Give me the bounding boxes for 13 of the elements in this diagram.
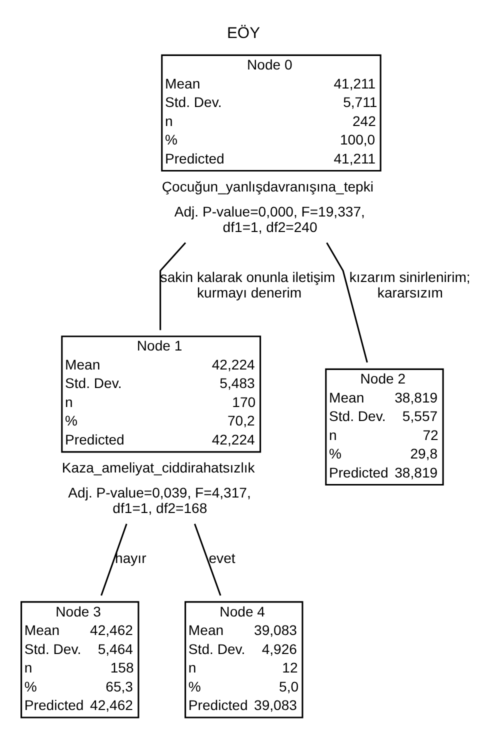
connector xyxy=(100,523,128,596)
edge-label: hayır xyxy=(115,550,146,566)
edge-label: kızarım sinirlenirim; kararsızım xyxy=(349,268,470,300)
connector xyxy=(326,242,368,362)
node-label: Çocuğun_yanlışdavranışına_tepki xyxy=(162,178,374,194)
node-label: Adj. P-value=0,039, F=4,317, df1=1, df2=168 xyxy=(68,484,251,516)
connector xyxy=(194,523,222,596)
edge-label: sakin kalarak onunla iletişim kurmayı denerim xyxy=(160,268,336,300)
edge-label: evet xyxy=(208,550,236,566)
node-label: Adj. P-value=0,000, F=19,337, df1=1, df2=240 xyxy=(174,202,365,235)
diagram-title: EÖY xyxy=(227,24,260,42)
connector xyxy=(160,242,186,330)
node-label: Kaza_ameliyat_ciddirahatsızlık xyxy=(62,459,255,476)
